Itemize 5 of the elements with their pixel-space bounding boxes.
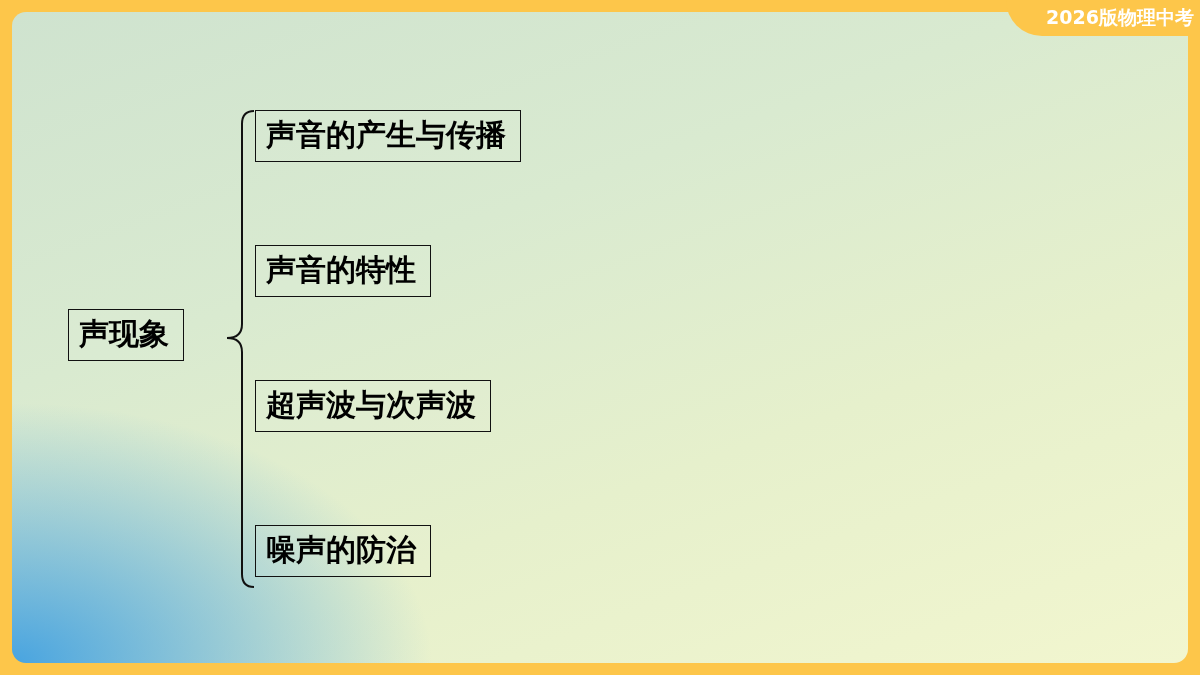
subtopic-box: 噪声的防治 <box>255 525 431 577</box>
topic-box: 声现象 <box>68 309 184 361</box>
subtopic-box: 声音的产生与传播 <box>255 110 521 162</box>
subtopic-box: 声音的特性 <box>255 245 431 297</box>
subtopic-box: 超声波与次声波 <box>255 380 491 432</box>
